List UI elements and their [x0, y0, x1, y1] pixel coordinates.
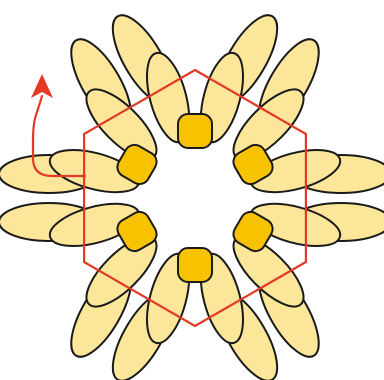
inner-petal-group: [45, 48, 344, 347]
center-bead: [178, 248, 212, 282]
center-bead: [178, 114, 212, 148]
arrow-up-icon: [31, 74, 53, 98]
